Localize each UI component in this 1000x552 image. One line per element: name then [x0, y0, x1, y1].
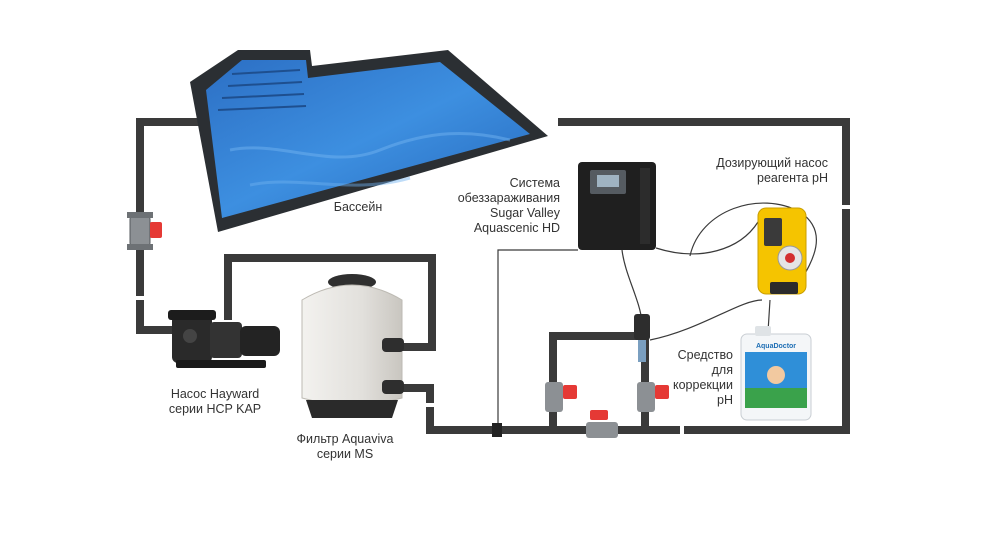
disinfection-controller — [578, 162, 656, 250]
valve-left — [127, 212, 162, 250]
valve-bypass-right — [637, 382, 669, 412]
filter-illustration — [301, 274, 404, 418]
ph-agent-canister: AquaDoctor — [740, 326, 812, 421]
label-disinfection-system: Система обеззараживания Sugar Valley Aqu… — [457, 176, 560, 235]
label-dosing-pump: Дозирующий насос реагента pH — [716, 156, 828, 185]
pipe-pump-to-filter — [224, 254, 436, 351]
pump-illustration — [168, 310, 280, 368]
label-pump: Насос Hayward серии HCP KAP — [168, 387, 262, 416]
cable-clamp — [492, 423, 502, 437]
valve-bypass-left — [545, 382, 577, 412]
valve-main-line — [586, 410, 618, 438]
pipe-breaks — [136, 205, 850, 434]
label-pool: Бассейн — [333, 200, 383, 214]
label-filter: Фильтр Aquaviva серии MS — [296, 432, 394, 461]
pipe-filter-outlet — [398, 118, 850, 434]
pool-illustration — [190, 50, 548, 232]
canister-brand: AquaDoctor — [756, 343, 796, 350]
ph-sensor — [634, 314, 650, 362]
label-ph-agent: Средство для коррекции pH — [672, 348, 733, 407]
dosing-pump — [757, 207, 807, 295]
